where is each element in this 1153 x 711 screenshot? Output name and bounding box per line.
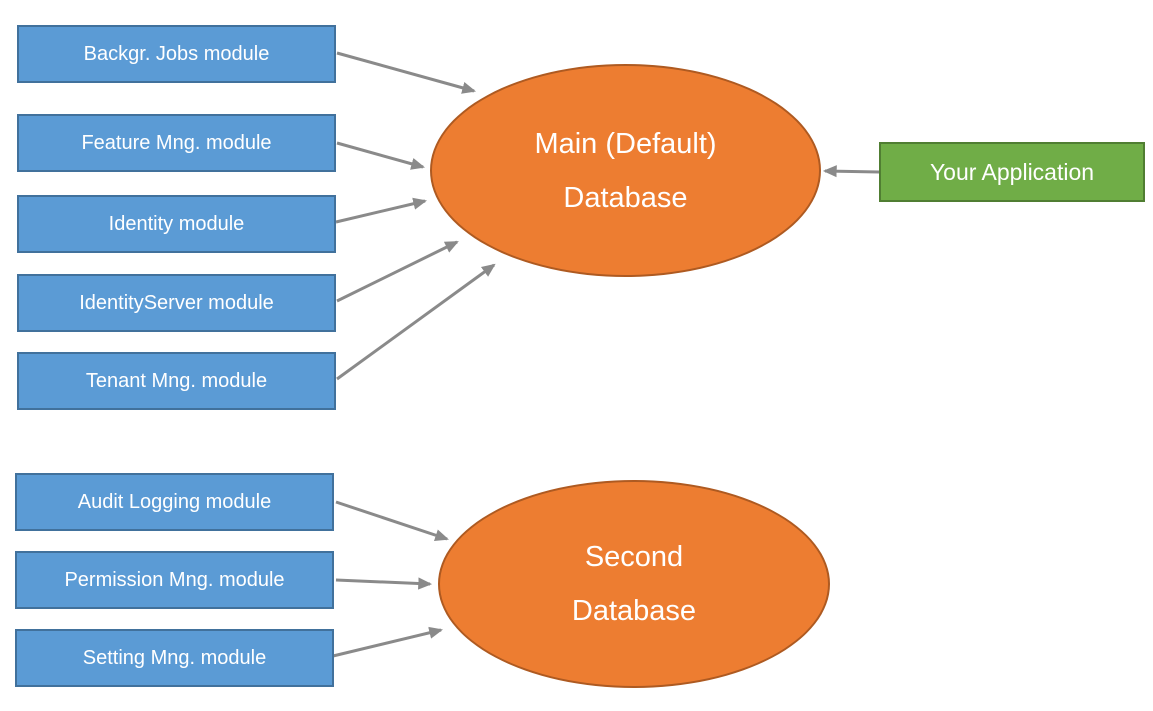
arrow-identity-to-main-database [335,197,428,224]
module-box-tenant-mng: Tenant Mng. module [17,352,336,410]
module-box-identityserver: IdentityServer module [17,274,336,332]
your-application-box: Your Application [879,142,1145,202]
arrow-backgr-jobs-to-main-database [336,51,476,94]
arrow-identityserver-to-main-database [336,240,459,303]
module-box-feature-mng: Feature Mng. module [17,114,336,172]
arrow-setting-mng-to-second-database [332,626,444,658]
main-database-ellipse: Main (Default) Database [430,64,821,277]
arrow-your-application-to-main-database [822,165,880,178]
module-label: Audit Logging module [77,490,272,513]
arrow-audit-logging-to-second-database [335,500,449,542]
application-label: Your Application [929,158,1095,185]
module-label: Permission Mng. module [64,568,285,591]
module-box-backgr-jobs: Backgr. Jobs module [17,25,336,83]
module-box-permission-mng: Permission Mng. module [15,551,334,609]
module-label: IdentityServer module [79,291,274,314]
database-label-line1: Second [584,541,684,573]
database-label-line2: Database [563,181,688,214]
database-label-line1: Main (Default) [534,127,717,160]
arrow-feature-mng-to-main-database [336,141,425,170]
arrow-tenant-mng-to-main-database [336,263,496,381]
arrow-permission-mng-to-second-database [335,577,433,590]
module-label: Backgr. Jobs module [83,42,270,65]
module-label: Tenant Mng. module [85,369,268,392]
module-label: Setting Mng. module [82,646,267,669]
database-label-line2: Database [571,595,697,627]
module-box-audit-logging: Audit Logging module [15,473,334,531]
module-label: Feature Mng. module [81,131,272,154]
module-box-setting-mng: Setting Mng. module [15,629,334,687]
module-label: Identity module [108,212,245,235]
module-box-identity: Identity module [17,195,336,253]
second-database-ellipse: Second Database [438,480,830,688]
